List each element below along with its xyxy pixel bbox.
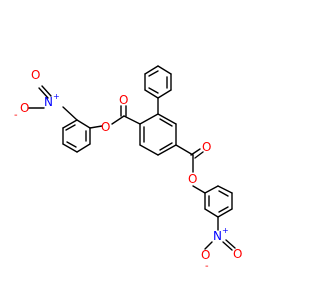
atom-n-right: N <box>213 229 222 243</box>
atom-o-nitro-left-side: O <box>20 101 29 115</box>
structure-diagram: O O N + O O - O O N + O O - <box>14 65 242 272</box>
right-nitro-group <box>204 216 236 251</box>
atom-o-ester-right: O <box>188 172 197 186</box>
molecule-canvas: O O N + O O - O O N + O O - <box>14 65 242 272</box>
atom-o-carbonyl-right: O <box>202 140 211 154</box>
atom-o-nitro-right-side: O <box>233 247 242 261</box>
central-ring <box>139 113 177 156</box>
charge-plus-left: + <box>53 92 60 101</box>
right-ester <box>175 144 206 194</box>
left-ester <box>89 105 141 129</box>
left-nitro-group <box>27 85 78 121</box>
phenyl-ring <box>144 65 172 99</box>
atom-n-left: N <box>44 95 53 109</box>
atom-o-nitro-right-bottom: O <box>201 248 210 262</box>
charge-minus-left: - <box>14 110 18 121</box>
left-nitrophenyl-ring <box>62 119 91 153</box>
charge-minus-right: - <box>205 261 209 272</box>
atom-o-ester-left: O <box>101 120 110 134</box>
charge-plus-right: + <box>222 226 229 235</box>
atom-o-carbonyl-left: O <box>119 93 128 107</box>
right-nitrophenyl-ring <box>204 185 233 218</box>
atom-o-nitro-left-top: O <box>31 68 40 82</box>
